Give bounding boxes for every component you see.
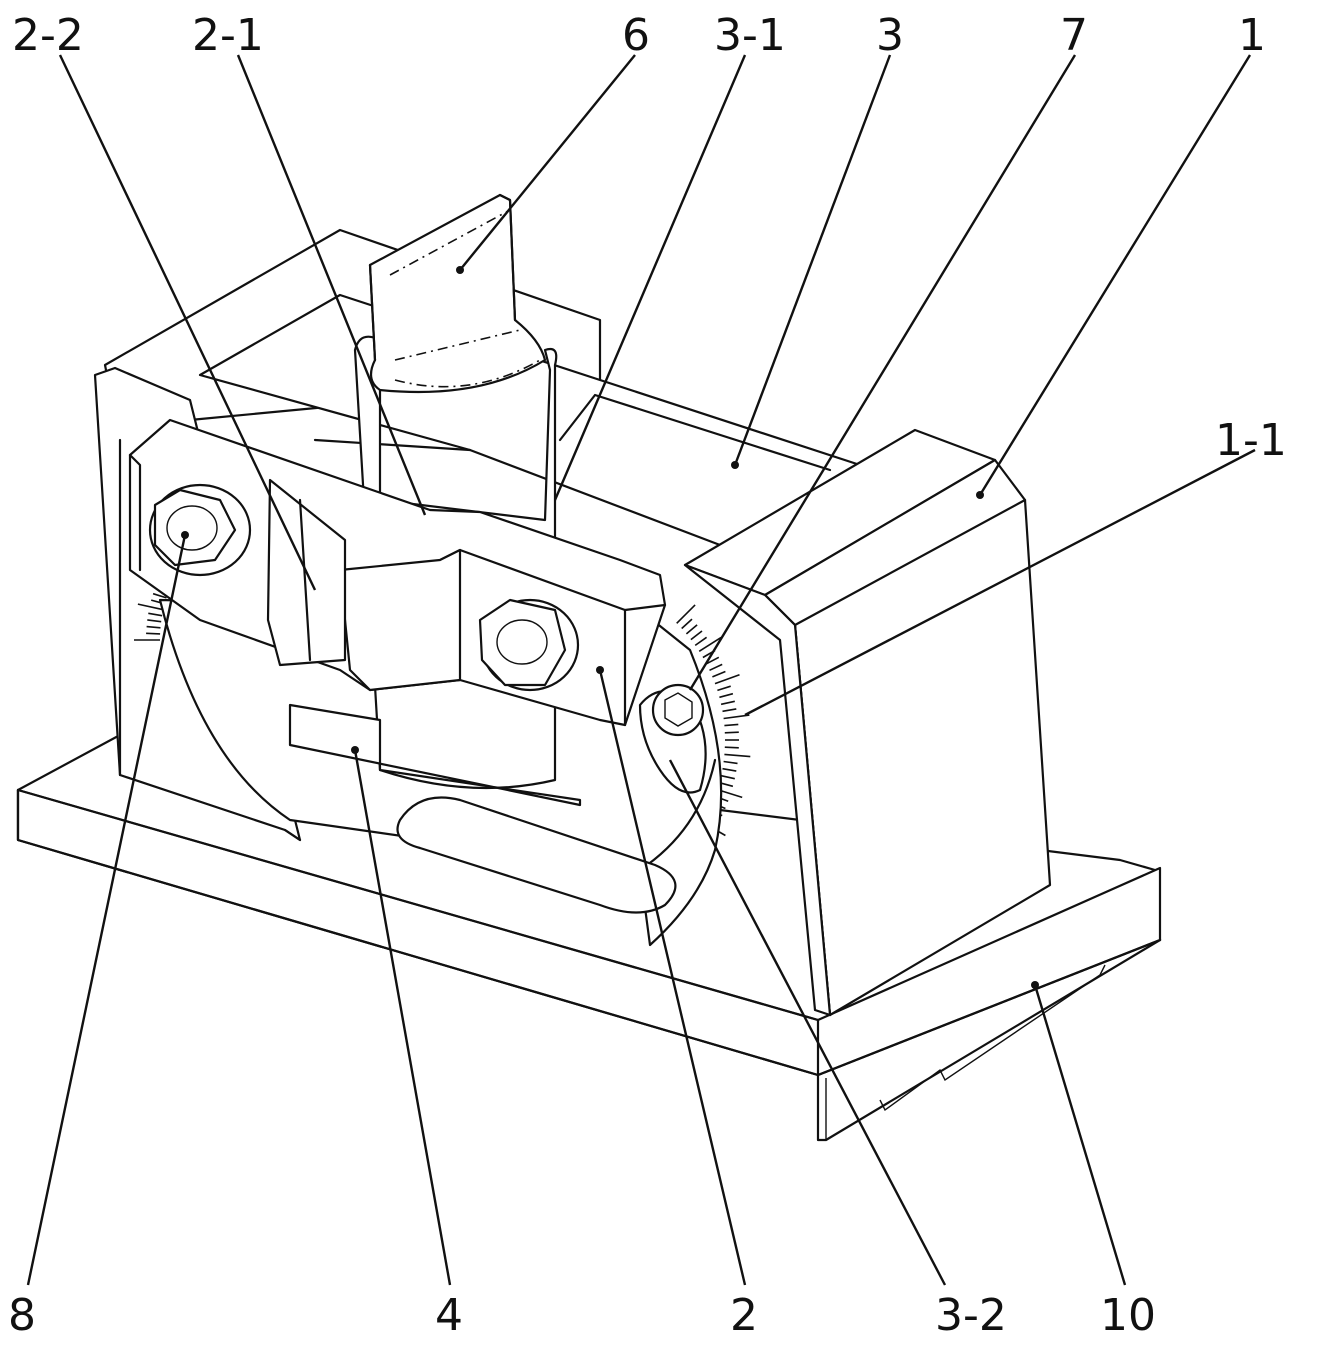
scale-tick [719, 694, 733, 698]
socket-screw [653, 685, 703, 735]
scale-tick [721, 701, 735, 704]
scale-tick [723, 709, 737, 711]
scale-tick [677, 605, 695, 623]
scale-tick [724, 754, 750, 756]
scale-tick [723, 769, 737, 771]
label-2: 2 [730, 1290, 758, 1341]
label-6: 6 [622, 10, 650, 61]
label-10: 10 [1100, 1290, 1156, 1341]
label-2-2: 2-2 [12, 10, 84, 61]
label-4: 4 [435, 1290, 463, 1341]
label-1-1: 1-1 [1215, 415, 1287, 466]
label-7: 7 [1060, 10, 1088, 61]
label-1: 1 [1238, 10, 1266, 61]
scale-tick [686, 625, 697, 634]
scale-tick [724, 762, 738, 764]
scale-tick [710, 664, 723, 670]
scale-tick [691, 631, 702, 640]
scale-tick [682, 619, 692, 628]
label-3-2: 3-2 [935, 1290, 1007, 1341]
scale-tick [721, 776, 735, 779]
scale-tick [724, 724, 738, 725]
label-8: 8 [8, 1290, 36, 1341]
label-2-1: 2-1 [192, 10, 264, 61]
scale-tick [725, 747, 739, 748]
scale-tick [712, 672, 725, 677]
label-3-1: 3-1 [714, 10, 786, 61]
scale-tick [695, 637, 706, 645]
bolt-left [150, 485, 250, 575]
bolt-right [480, 600, 578, 690]
label-3: 3 [876, 10, 904, 61]
scale-tick [146, 633, 160, 634]
scale-tick [725, 732, 739, 733]
scale-tick [717, 686, 730, 690]
scale-tick [715, 675, 740, 684]
